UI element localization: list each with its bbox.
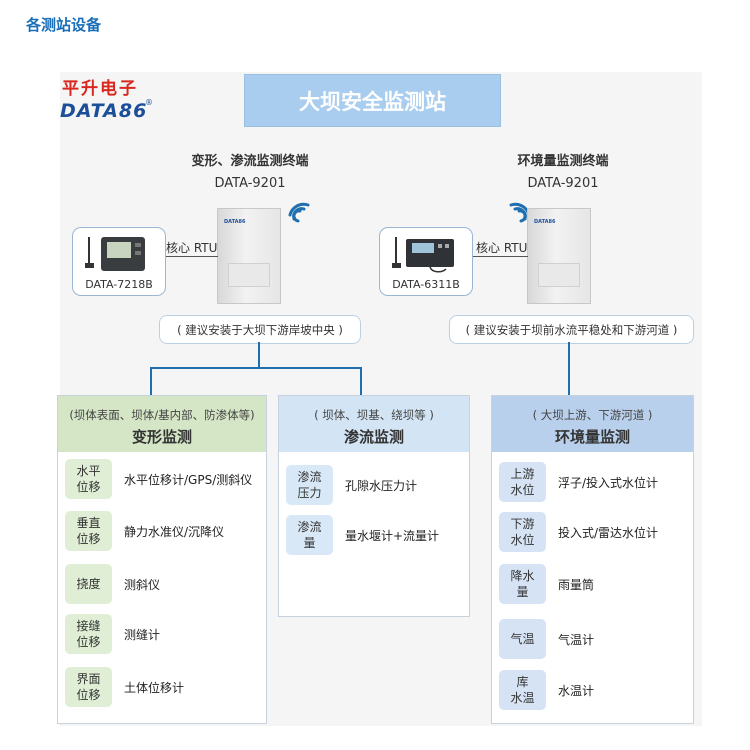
item-instrument: 气温计 [558, 632, 595, 647]
category-subtitle: ( 坝体、坝基、绕坝等 ) [314, 408, 434, 422]
list-item: 降水 量 雨量筒 [499, 562, 686, 606]
device-box-deform: DATA-7218B [72, 227, 166, 296]
category-header: ( 大坝上游、下游河道 ) 环境量监测 [492, 396, 693, 452]
list-item: 下游 水位 投入式/雷达水位计 [499, 510, 686, 554]
list-item: 界面 位移 土体位移计 [65, 665, 259, 709]
item-tag: 上游 水位 [499, 462, 546, 502]
item-instrument: 静力水准仪/沉降仪 [124, 524, 225, 539]
connector-line [150, 367, 152, 395]
category-subtitle: (坝体表面、坝体/基内部、防渗体等) [69, 408, 255, 422]
list-item: 渗流 量 量水堰计+流量计 [286, 513, 462, 557]
rtu-device-icon [85, 237, 145, 271]
list-item: 渗流 压力 孔隙水压力计 [286, 463, 462, 507]
item-instrument: 土体位移计 [124, 680, 185, 695]
item-tag: 下游 水位 [499, 512, 546, 552]
item-tag: 渗流 量 [286, 515, 333, 555]
item-instrument: 投入式/雷达水位计 [558, 525, 659, 540]
cabinet-nameplate [228, 263, 270, 287]
cabinet-nameplate [538, 263, 580, 287]
list-item: 库 水温 水温计 [499, 668, 686, 712]
connector-line [568, 342, 570, 395]
list-item: 垂直 位移 静力水准仪/沉降仪 [65, 509, 259, 553]
list-item: 上游 水位 浮子/投入式水位计 [499, 460, 686, 504]
item-instrument: 水平位移计/GPS/测斜仪 [124, 472, 253, 487]
item-instrument: 水温计 [558, 683, 595, 698]
terminal-deform-model: DATA-9201 [214, 176, 286, 191]
item-instrument: 测斜仪 [124, 577, 161, 592]
category-name: 渗流监测 [343, 428, 404, 446]
brand-registered-mark: ® [145, 98, 153, 107]
connector-line [360, 367, 362, 395]
category-header: ( 坝体、坝基、绕坝等 ) 渗流监测 [279, 396, 469, 452]
item-tag: 接缝 位移 [65, 614, 112, 654]
item-instrument: 孔隙水压力计 [345, 478, 418, 493]
diagram-title: 大坝安全监测站 [244, 74, 501, 127]
install-note-deform: ( 建议安装于大坝下游岸坡中央 ) [159, 315, 361, 344]
terminal-deform-title: 变形、渗流监测终端 [191, 154, 309, 169]
item-tag: 库 水温 [499, 670, 546, 710]
device-model-label: DATA-6311B [392, 278, 460, 291]
list-item: 气温 气温计 [499, 617, 686, 661]
connector-line [150, 367, 362, 369]
item-instrument: 量水堰计+流量计 [345, 528, 440, 543]
device-box-env: DATA-6311B [379, 227, 473, 296]
rtu-connector-line [473, 256, 528, 257]
cabinet-logo: DATA86 [534, 219, 556, 225]
rtu-cabinet-env: DATA86 [527, 208, 591, 304]
item-tag: 降水 量 [499, 564, 546, 604]
terminal-env-model: DATA-9201 [527, 176, 599, 191]
list-item: 接缝 位移 测缝计 [65, 612, 259, 656]
device-model-label: DATA-7218B [85, 278, 153, 291]
category-subtitle: ( 大坝上游、下游河道 ) [532, 408, 653, 422]
item-instrument: 测缝计 [124, 627, 161, 642]
category-header: (坝体表面、坝体/基内部、防渗体等) 变形监测 [58, 396, 266, 452]
brand-name-en: DATA86 [60, 100, 148, 122]
list-item: 挠度 测斜仪 [65, 562, 259, 606]
item-tag: 挠度 [65, 564, 112, 604]
cabinet-logo: DATA86 [224, 219, 246, 225]
item-tag: 渗流 压力 [286, 465, 333, 505]
category-deformation: (坝体表面、坝体/基内部、防渗体等) 变形监测 水平 位移 水平位移计/GPS/… [57, 395, 267, 724]
item-tag: 垂直 位移 [65, 511, 112, 551]
category-name: 变形监测 [131, 428, 192, 446]
rtu-label: 核心 RTU [166, 241, 218, 255]
rtu-cabinet-deform: DATA86 [217, 208, 281, 304]
rtu-connector-line [166, 256, 218, 257]
rtu-label: 核心 RTU [476, 241, 528, 255]
brand-name-cn: 平升电子 [62, 79, 138, 99]
page-heading: 各测站设备 [26, 16, 102, 34]
item-tag: 界面 位移 [65, 667, 112, 707]
category-seepage: ( 坝体、坝基、绕坝等 ) 渗流监测 渗流 压力 孔隙水压力计 渗流 量 量水堰… [278, 395, 470, 617]
connector-line [258, 342, 260, 368]
terminal-env-title: 环境量监测终端 [517, 154, 609, 169]
item-tag: 水平 位移 [65, 459, 112, 499]
item-tag: 气温 [499, 619, 546, 659]
rtu-device-icon [392, 237, 454, 273]
category-environment: ( 大坝上游、下游河道 ) 环境量监测 上游 水位 浮子/投入式水位计 下游 水… [491, 395, 694, 724]
install-note-env: ( 建议安装于坝前水流平稳处和下游河道 ) [449, 315, 694, 344]
list-item: 水平 位移 水平位移计/GPS/测斜仪 [65, 457, 259, 501]
item-instrument: 浮子/投入式水位计 [558, 475, 659, 490]
wifi-icon [288, 202, 310, 223]
item-instrument: 雨量筒 [558, 577, 595, 592]
category-name: 环境量监测 [554, 428, 630, 446]
